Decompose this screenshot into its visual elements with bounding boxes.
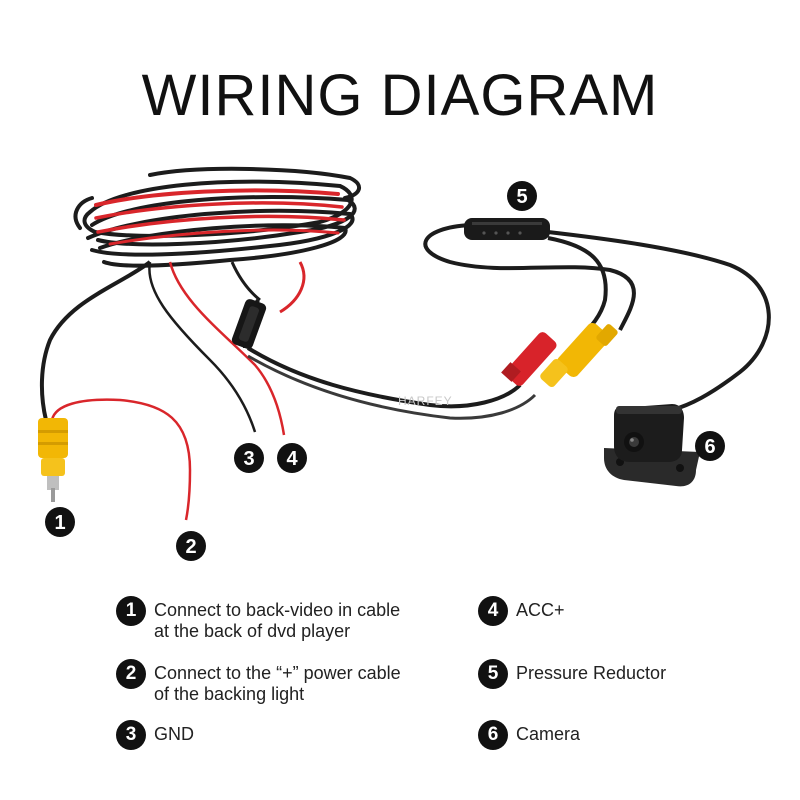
callout-1-label: 1 [54, 512, 65, 534]
callout-6: 6 [695, 431, 725, 461]
legend-item-4: 4 ACC+ [478, 596, 565, 626]
camera-icon [604, 404, 700, 487]
legend-text-3: GND [154, 724, 194, 745]
legend-badge-1: 1 [116, 596, 146, 626]
callout-3-label: 3 [243, 448, 254, 470]
coiled-cable-bundle [73, 166, 361, 268]
legend-2-line-1: Connect to the “+” power cable [154, 663, 401, 683]
legend-text-6: Camera [516, 724, 580, 745]
legend-item-5: 5 Pressure Reductor [478, 659, 666, 689]
legend-2-line-2: of the backing light [154, 684, 305, 704]
rca-connectors-red-yellow [501, 322, 618, 388]
callout-4-label: 4 [286, 448, 298, 470]
acc-wire [168, 261, 286, 436]
legend-badge-2: 2 [116, 659, 146, 689]
camera-cable [423, 223, 636, 331]
legend-item-6: 6 Camera [478, 720, 580, 750]
legend-badge-5: 5 [478, 659, 508, 689]
legend-item-1: 1 Connect to back-video in cable at the … [116, 596, 400, 642]
legend-3-line-1: GND [154, 724, 194, 744]
legend-item-3: 3 GND [116, 720, 194, 750]
page-title: WIRING DIAGRAM [141, 63, 659, 128]
main-cable [246, 346, 522, 409]
legend-text-2: Connect to the “+” power cable of the ba… [154, 663, 401, 705]
legend-text-5: Pressure Reductor [516, 663, 666, 684]
gnd-wire [148, 261, 257, 433]
callout-5-label: 5 [516, 186, 527, 208]
callout-2-label: 2 [185, 536, 196, 558]
callout-3: 3 [234, 443, 264, 473]
watermark-text: HARFEY [398, 394, 453, 408]
legend-1-line-2: at the back of dvd player [154, 621, 351, 641]
video-cable [39, 260, 152, 421]
pressure-reductor-icon [464, 218, 550, 240]
legend-badge-4: 4 [478, 596, 508, 626]
legend-5-line-1: Pressure Reductor [516, 663, 667, 683]
legend-4-line-1: ACC+ [516, 600, 565, 620]
inline-connector [231, 299, 267, 349]
legend-badge-6: 6 [478, 720, 508, 750]
legend-1-line-1: Connect to back-video in cable [154, 600, 401, 620]
callout-1: 1 [45, 507, 75, 537]
callout-6-label: 6 [704, 436, 715, 458]
power-wire-red [50, 398, 192, 521]
legend-text-4: ACC+ [516, 600, 565, 621]
callout-5: 5 [507, 181, 537, 211]
legend-item-2: 2 Connect to the “+” power cable of the … [116, 659, 401, 705]
callout-2: 2 [176, 531, 206, 561]
rca-plug-icon [38, 418, 68, 502]
legend-6-line-1: Camera [516, 724, 581, 744]
legend-badge-3: 3 [116, 720, 146, 750]
legend-text-1: Connect to back-video in cable at the ba… [154, 600, 400, 642]
callout-4: 4 [277, 443, 307, 473]
